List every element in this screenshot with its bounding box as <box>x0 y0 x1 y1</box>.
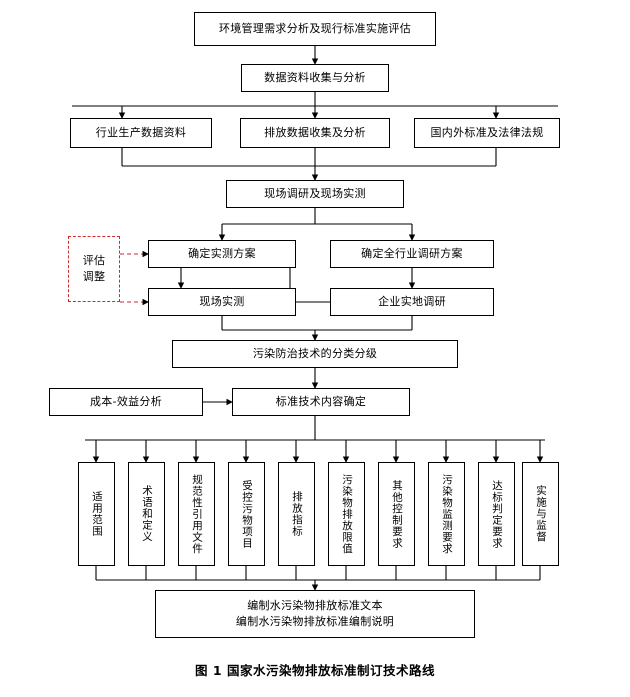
column-node-1: 适用范围 <box>78 462 115 566</box>
node-pollution-control-classification: 污染防治技术的分类分级 <box>172 340 458 368</box>
node-final-documents: 编制水污染物排放标准文本 编制水污染物排放标准编制说明 <box>155 590 475 638</box>
evaluate-adjust-line1: 评估 <box>82 254 106 267</box>
column-node-9: 达标判定要求 <box>478 462 515 566</box>
column-node-5: 排放指标 <box>278 462 315 566</box>
node-emission-data-analysis: 排放数据收集及分析 <box>240 118 390 148</box>
column-node-4: 受控污物项目 <box>228 462 265 566</box>
node-cost-benefit-analysis: 成本-效益分析 <box>49 388 203 416</box>
node-data-collection: 数据资料收集与分析 <box>241 64 389 92</box>
node-requirement-analysis: 环境管理需求分析及现行标准实施评估 <box>194 12 436 46</box>
node-field-survey-measurement: 现场调研及现场实测 <box>226 180 404 208</box>
column-node-2: 术语和定义 <box>128 462 165 566</box>
node-standards-and-laws: 国内外标准及法律法规 <box>414 118 560 148</box>
node-onsite-measurement: 现场实测 <box>148 288 296 316</box>
column-up-connectors <box>95 566 541 591</box>
column-node-3: 规范性引用文件 <box>178 462 215 566</box>
evaluate-adjust-line2: 调整 <box>82 270 106 283</box>
node-enterprise-field-survey: 企业实地调研 <box>330 288 494 316</box>
node-determine-measurement-plan: 确定实测方案 <box>148 240 296 268</box>
node-evaluate-adjust: 评估 调整 <box>68 236 120 302</box>
node-standard-content-determination: 标准技术内容确定 <box>232 388 410 416</box>
figure-caption: 图 1 国家水污染物排放标准制订技术路线 <box>195 663 435 678</box>
column-node-8: 污染物监测要求 <box>428 462 465 566</box>
final-documents-line1: 编制水污染物排放标准文本 <box>247 599 383 612</box>
column-node-6: 污染物排放限值 <box>328 462 365 566</box>
node-industry-production-data: 行业生产数据资料 <box>70 118 212 148</box>
node-determine-industry-survey-plan: 确定全行业调研方案 <box>330 240 494 268</box>
column-node-10: 实施与监督 <box>522 462 559 566</box>
final-documents-line2: 编制水污染物排放标准编制说明 <box>235 615 395 628</box>
column-down-connectors <box>92 440 544 463</box>
column-node-7: 其他控制要求 <box>378 462 415 566</box>
